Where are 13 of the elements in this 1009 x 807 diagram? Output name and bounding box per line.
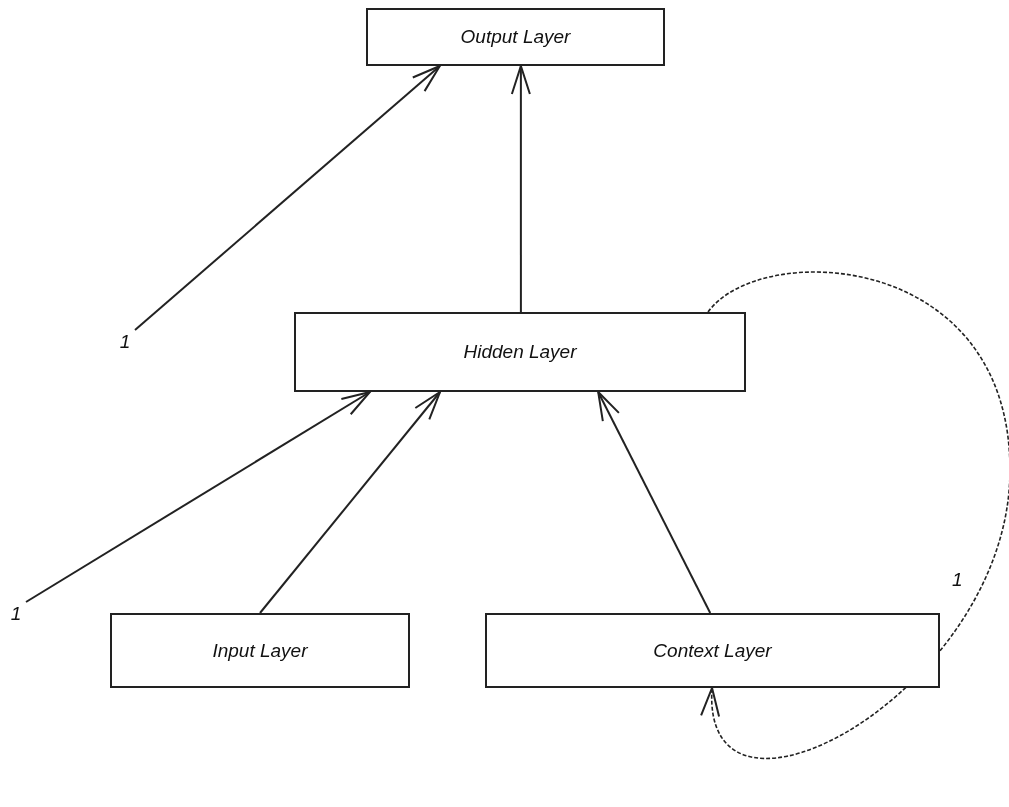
arrow (597, 391, 712, 614)
arrow (510, 65, 531, 313)
arrow (134, 65, 441, 331)
arrow (25, 391, 371, 603)
layer-label: Output Layer (460, 26, 571, 48)
arrow (259, 391, 441, 614)
weight-label: 1 (6, 602, 26, 626)
layer-box (110, 613, 410, 688)
layer-label: Hidden Layer (463, 341, 577, 363)
layer-box (294, 312, 746, 392)
layer-label: Input Layer (212, 639, 308, 662)
weight-label: 1 (115, 330, 135, 354)
layer-box (366, 8, 665, 66)
